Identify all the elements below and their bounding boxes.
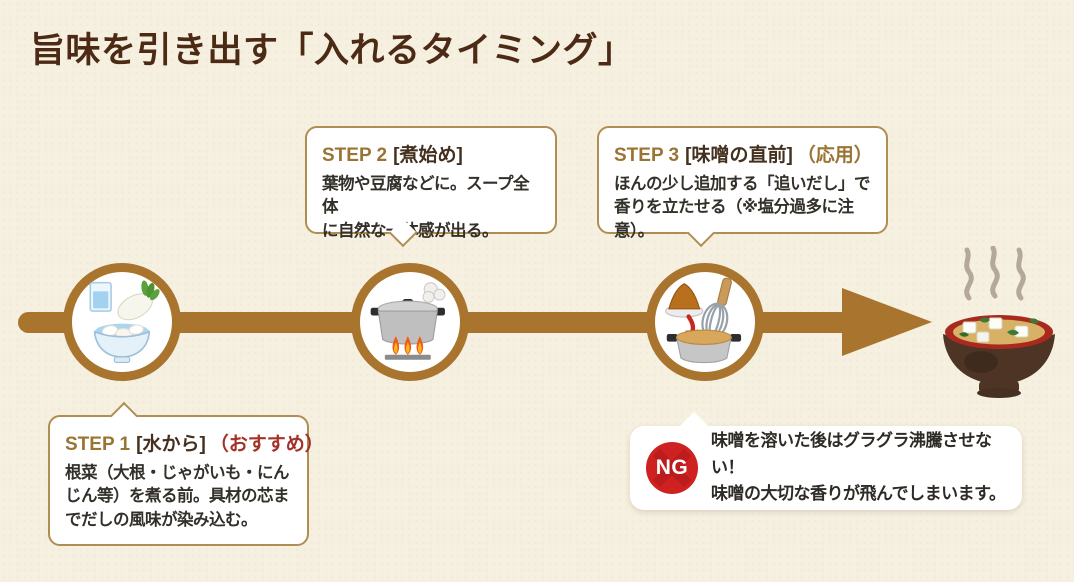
step2-description: 葉物や豆腐などに。スープ全体 に自然な一体感が出る。 <box>322 175 530 240</box>
page-title: 旨味を引き出す「入れるタイミング」 <box>30 31 634 70</box>
step1-callout-bubble: STEP 1[水から]（おすすめ） 根菜（大根・じゃがいも・にん じん等）を煮る… <box>48 401 324 546</box>
step2-tag: [煮始め] <box>393 145 463 166</box>
step3-tag: [味噌の直前] <box>685 145 793 166</box>
timeline-node-step3 <box>646 263 764 381</box>
ng-warning-box: NG 味噌を溶いた後はグラグラ沸騰させない！ 味噌の大切な香りが飛んでしまいます… <box>630 411 1022 510</box>
ng-box-tail <box>679 411 709 441</box>
step2-callout-bubble: STEP 2[煮始め] 葉物や豆腐などに。スープ全体 に自然な一体感が出る。 <box>305 126 557 248</box>
step1-heading: STEP 1[水から]（おすすめ） <box>65 429 324 456</box>
timeline-arrowhead-icon <box>842 288 932 356</box>
timeline-node-step1 <box>63 263 181 381</box>
step2-heading: STEP 2[煮始め] <box>322 140 540 167</box>
step1-note: （おすすめ） <box>209 434 324 455</box>
ng-badge-icon: NG <box>646 442 698 494</box>
step3-label: STEP 3 <box>614 145 680 166</box>
miso-soup-bowl-icon <box>943 246 1055 398</box>
step1-bubble-tail <box>109 401 139 431</box>
step3-heading: STEP 3[味噌の直前]（応用） <box>614 140 873 167</box>
adding-miso-to-pot-icon <box>665 277 742 364</box>
step3-callout-bubble: STEP 3[味噌の直前]（応用） ほんの少し追加する「追いだし」で 香りを立た… <box>597 126 888 248</box>
step1-tag: [水から] <box>136 434 206 455</box>
step2-label: STEP 2 <box>322 145 388 166</box>
ng-warning-text: 味噌を溶いた後はグラグラ沸騰させない！ 味噌の大切な香りが飛んでしまいます。 <box>711 431 1006 504</box>
step1-label: STEP 1 <box>65 434 131 455</box>
step3-note: （応用） <box>796 145 873 166</box>
step3-description: ほんの少し追加する「追いだし」で 香りを立たせる（※塩分過多に注意）。 <box>614 175 871 240</box>
raw-vegetables-in-water-icon <box>89 280 160 363</box>
step1-description: 根菜（大根・じゃがいも・にん じん等）を煮る前。具材の芯ま でだしの風味が染み込… <box>65 464 290 529</box>
timeline-node-step2 <box>351 263 469 381</box>
boiling-pot-icon <box>370 282 446 360</box>
ng-badge-label: NG <box>655 456 689 479</box>
